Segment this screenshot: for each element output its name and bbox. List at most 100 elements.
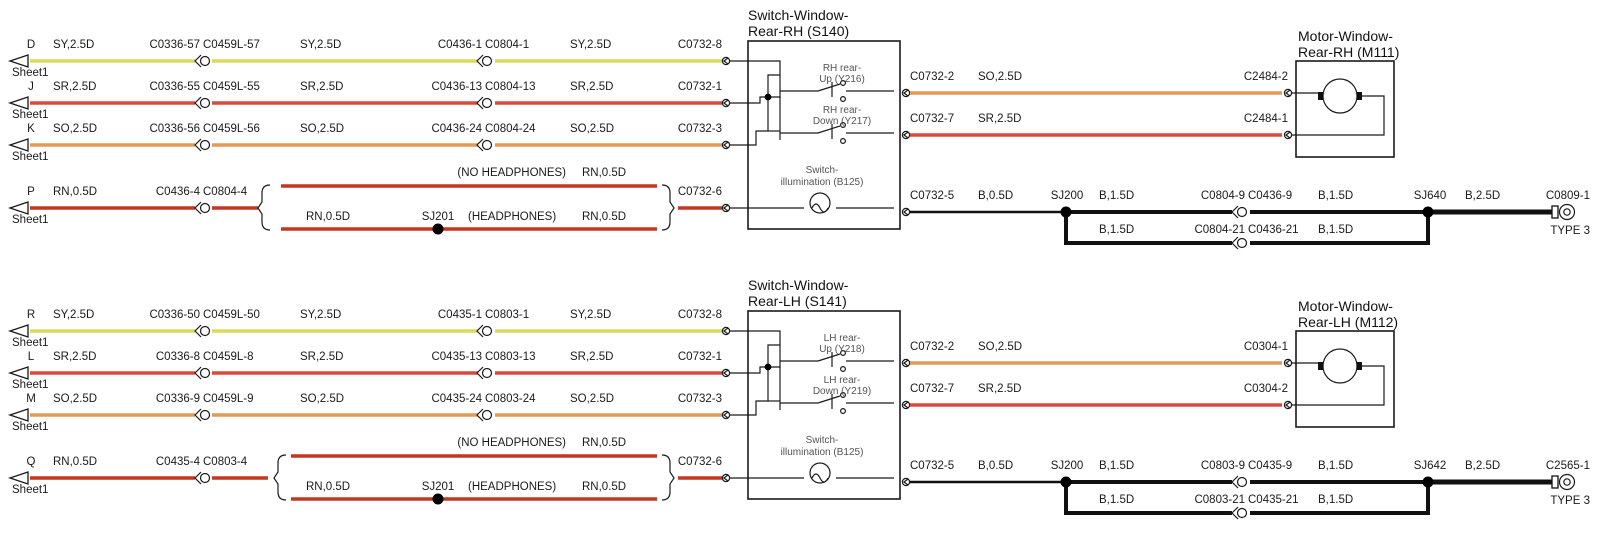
connector-ref: C0459L-50 <box>203 309 260 321</box>
option-label: (NO HEADPHONES) <box>457 167 566 179</box>
harness-wire-loop <box>1250 482 1430 515</box>
switch-pin <box>721 326 731 336</box>
off-sheet-arrow-icon <box>7 54 29 68</box>
inline-connector <box>476 96 493 110</box>
off-sheet-arrow-icon <box>7 201 29 215</box>
harness-wire-loop <box>1250 212 1430 245</box>
window-switch: Switch-Window-Rear-RH (S140)RH rear-Up (… <box>730 7 901 230</box>
switch-pin <box>721 140 731 150</box>
inline-connector <box>1231 475 1248 489</box>
pin-ref: C0304-1 <box>1244 341 1288 353</box>
sheet-ref: Sheet1 <box>12 151 48 163</box>
pin-ref: C0732-3 <box>678 393 722 405</box>
connector-ref: C0804-13 <box>485 81 536 93</box>
wire-spec: SR,2.5D <box>53 351 96 363</box>
switch-title: Rear-RH (S140) <box>748 23 849 39</box>
wire-spec: SR,2.5D <box>978 383 1021 395</box>
inline-connector <box>1231 236 1248 250</box>
pin-ref: C2484-2 <box>1244 71 1288 83</box>
circuit-letter: Q <box>27 456 36 468</box>
window-motor: Motor-Window-Rear-LH (M112) <box>1292 298 1398 428</box>
window-motor: Motor-Window-Rear-RH (M111) <box>1292 28 1399 158</box>
inline-connector <box>194 96 211 110</box>
wire-spec: B,1.5D <box>1099 494 1134 506</box>
off-sheet-arrow-icon <box>7 408 29 422</box>
splice-joint <box>432 223 444 235</box>
pin-ref: C0732-5 <box>910 190 954 202</box>
switch-pin <box>721 410 731 420</box>
pin-ref: C0304-2 <box>1244 383 1288 395</box>
connector-ref: C0804-9 <box>1201 190 1245 202</box>
option-label: (HEADPHONES) <box>468 211 556 223</box>
wire-spec: RN,0.5D <box>306 481 350 493</box>
wire-spec: SY,2.5D <box>570 309 611 321</box>
connector-ref: C0804-1 <box>485 39 529 51</box>
inline-connector <box>194 138 211 152</box>
wire-spec: SR,2.5D <box>300 351 343 363</box>
wire-spec: B,0.5D <box>978 190 1013 202</box>
ground-terminal-icon <box>1551 473 1576 491</box>
connector-ref: C0459L-9 <box>203 393 254 405</box>
switch-title: Rear-LH (S141) <box>748 293 847 309</box>
connector-ref: C0459L-8 <box>203 351 254 363</box>
wire-spec: RN,0.5D <box>582 211 626 223</box>
connector-ref: C0436-1 <box>438 39 482 51</box>
connector-ref: C0435-9 <box>1248 460 1292 472</box>
wire-spec: SR,2.5D <box>53 81 96 93</box>
switch-pin <box>721 98 731 108</box>
connector-ref: C0336-8 <box>156 351 200 363</box>
wire-spec: SY,2.5D <box>53 309 94 321</box>
off-sheet-arrow-icon <box>7 138 29 152</box>
circuit-letter: L <box>28 351 35 363</box>
wire-spec: B,2.5D <box>1465 190 1500 202</box>
wire-spec: SO,2.5D <box>570 123 614 135</box>
option-bracket <box>273 454 287 501</box>
option-bracket <box>661 454 675 501</box>
inline-connector <box>476 408 493 422</box>
inline-connector <box>476 366 493 380</box>
splice-label: SJ200 <box>1051 190 1084 202</box>
splice-joint <box>1060 206 1072 218</box>
inline-connector <box>476 138 493 152</box>
ground-ref: C0809-1 <box>1546 190 1590 202</box>
switch-pin <box>721 203 731 213</box>
wire-spec: SY,2.5D <box>53 39 94 51</box>
switch-up-label: LH rear- <box>824 333 861 344</box>
connector-ref: C0436-9 <box>1248 190 1292 202</box>
circuit-letter: J <box>28 81 34 93</box>
circuit-letter: R <box>27 309 35 321</box>
option-label: (NO HEADPHONES) <box>457 437 566 449</box>
wire-spec: B,0.5D <box>978 460 1013 472</box>
connector-ref: C0804-4 <box>203 186 248 198</box>
illumination-label: illumination (B125) <box>781 177 864 188</box>
splice-label: SJ200 <box>1051 460 1084 472</box>
switch-down-label: Down (Y219) <box>813 386 871 397</box>
connector-ref: C0803-13 <box>485 351 536 363</box>
lamp-icon <box>809 462 831 484</box>
wire-spec: B,1.5D <box>1099 224 1134 236</box>
motor-pin <box>1283 358 1293 368</box>
splice-joint <box>1422 206 1434 218</box>
connector-ref: C0336-55 <box>149 81 200 93</box>
connector-ref: C0803-21 <box>1194 494 1245 506</box>
connector-ref: C0435-1 <box>438 309 482 321</box>
option-label: (HEADPHONES) <box>468 481 556 493</box>
ground-type: TYPE 3 <box>1550 225 1590 237</box>
inline-connector <box>194 201 211 215</box>
switch-down-label: LH rear- <box>824 375 861 386</box>
switch-title: Switch-Window- <box>748 7 849 23</box>
wire-spec: B,1.5D <box>1318 494 1353 506</box>
off-sheet-arrow-icon <box>7 366 29 380</box>
switch-down-label: Down (Y217) <box>813 116 871 127</box>
splice-label: SJ201 <box>422 481 455 493</box>
